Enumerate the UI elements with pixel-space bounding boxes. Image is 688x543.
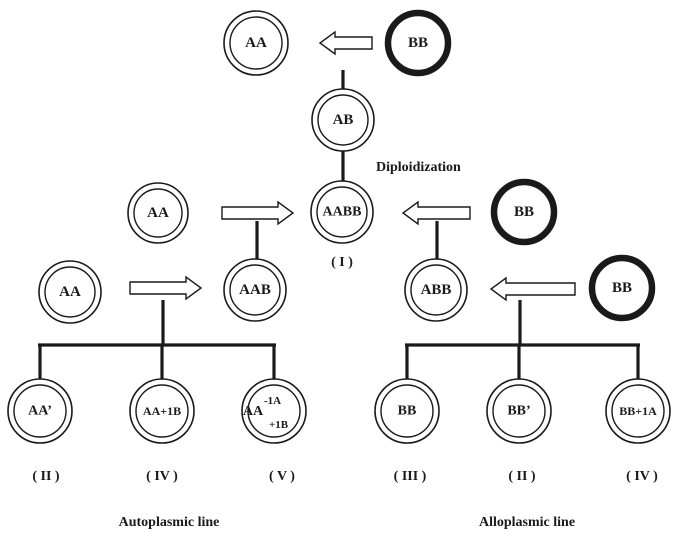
roman-aa-plus-1b: ( IV ) [146, 469, 178, 484]
roman-bb-plus-1a: ( IV ) [626, 469, 658, 484]
node-aa-plus-1b-label: AA+1B [143, 404, 181, 418]
node-aa-plus-1b-inner [135, 384, 189, 438]
node-bb-right-mid-label: BB [514, 204, 534, 220]
node-aa-mid-outer [127, 182, 189, 244]
node-aabb-label: AABB [323, 205, 362, 220]
node-aa-sub-base: AA [243, 404, 264, 419]
node-bb-bottom-label: BB [398, 404, 417, 419]
roman-aabb: ( I ) [331, 255, 353, 270]
node-bb-bottom-outer [374, 378, 440, 444]
node-bb-prime-label: BB’ [507, 404, 530, 419]
node-bb-right-low-label: BB [612, 280, 632, 296]
roman-bb: ( III ) [394, 469, 427, 484]
node-aab-inner [229, 264, 281, 316]
node-ab-inner [317, 94, 369, 146]
arrow-aa-to-aab [129, 275, 203, 301]
node-abb-inner [410, 264, 462, 316]
node-aa-low-inner [44, 266, 96, 318]
roman-aa-sub: ( V ) [269, 469, 295, 484]
arrow-aa-to-aabb [221, 200, 295, 226]
node-aab-label: AAB [239, 282, 271, 298]
node-aa-mid-label: AA [147, 205, 169, 221]
node-aa-top-outer [223, 10, 289, 76]
node-bb-bottom-inner [380, 384, 434, 438]
node-ab-label: AB [333, 112, 354, 128]
node-aa-top-inner [229, 16, 283, 70]
diploidization-label: Diploidization [376, 160, 461, 175]
node-aab-outer [223, 258, 287, 322]
node-aabb-outer [310, 180, 374, 244]
node-aa-mid-inner [133, 188, 183, 238]
alloplasmic-line-label: Alloplasmic line [479, 515, 575, 530]
node-bb-top-label: BB [408, 35, 428, 51]
autoplasmic-line-label: Autoplasmic line [119, 515, 220, 530]
node-bb-plus-1a-label: BB+1A [619, 404, 657, 418]
arrow-bb-to-aabb [401, 200, 471, 226]
node-aa-low-label: AA [59, 284, 81, 300]
node-bb-right-mid-ring [490, 178, 558, 246]
node-bb-plus-1a-inner [611, 384, 665, 438]
node-aa-sub-sub: +1B [269, 419, 289, 431]
arrow-bb-to-aa-top [318, 30, 373, 56]
node-aa-prime-inner [13, 384, 67, 438]
node-aa-prime-outer [7, 378, 73, 444]
arrow-bb-to-abb [489, 276, 576, 302]
node-aa-prime-label: AA’ [28, 404, 52, 419]
node-bb-plus-1a-outer [605, 378, 671, 444]
node-bb-prime-outer [486, 378, 552, 444]
node-aa-sub-inner [247, 384, 301, 438]
node-aa-sub-sup: -1A [264, 395, 281, 407]
node-aa-top-label: AA [245, 35, 267, 51]
node-bb-top-ring [384, 9, 452, 77]
node-aabb-inner [316, 186, 368, 238]
node-abb-outer [404, 258, 468, 322]
node-bb-prime-inner [492, 384, 546, 438]
node-aa-sub-outer [241, 378, 307, 444]
roman-aa-prime: ( II ) [32, 469, 60, 484]
node-aa-low-outer [38, 260, 102, 324]
node-ab-outer [311, 88, 375, 152]
roman-bb-prime: ( II ) [508, 469, 536, 484]
node-aa-plus-1b-outer [129, 378, 195, 444]
node-abb-label: ABB [421, 282, 452, 298]
node-bb-right-low-ring [588, 254, 656, 322]
